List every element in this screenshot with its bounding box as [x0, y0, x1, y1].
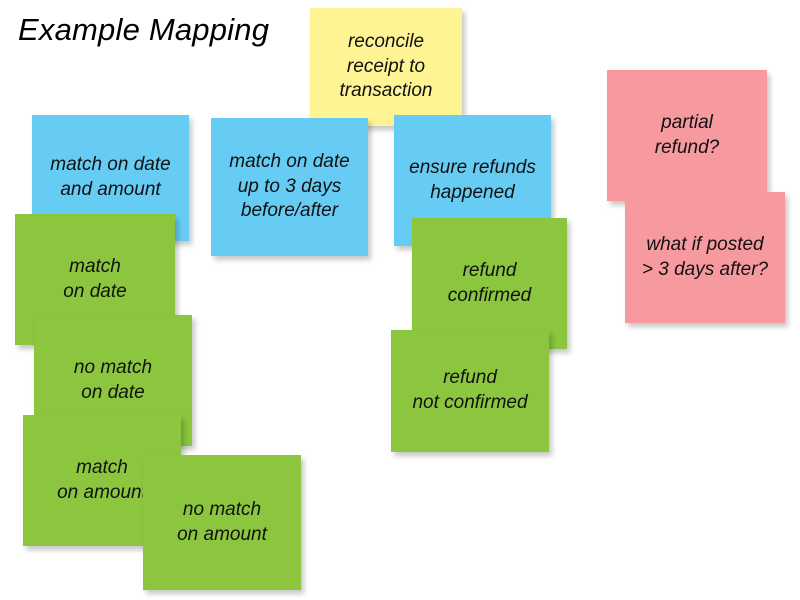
sticky-note-example-refund-not-confirmed[interactable]: refund not confirmed — [391, 330, 549, 452]
sticky-note-text: match on date and amount — [50, 154, 171, 200]
sticky-note-text: match on date up to 3 days before/after — [229, 150, 350, 222]
sticky-note-example-no-match-on-amount[interactable]: no match on amount — [143, 455, 301, 590]
sticky-note-text: match on date — [63, 255, 127, 302]
sticky-note-example-refund-confirmed[interactable]: refund confirmed — [412, 218, 567, 349]
sticky-note-story-reconcile[interactable]: reconcile receipt to transaction — [310, 8, 462, 126]
sticky-note-text: refund confirmed — [447, 259, 532, 306]
sticky-note-question-partial-refund[interactable]: partial refund? — [607, 70, 767, 201]
sticky-note-text: what if posted > 3 days after? — [641, 233, 769, 280]
sticky-note-text: match on amount — [57, 456, 147, 503]
sticky-note-text: no match on amount — [177, 498, 267, 545]
sticky-note-rule-match-date-3-days[interactable]: match on date up to 3 days before/after — [211, 118, 368, 256]
sticky-note-text: partial refund? — [654, 111, 720, 158]
sticky-note-question-posted-after[interactable]: what if posted > 3 days after? — [625, 192, 785, 323]
sticky-note-text: refund not confirmed — [412, 367, 528, 413]
sticky-note-text: reconcile receipt to transaction — [339, 30, 433, 102]
sticky-note-text: no match on date — [73, 356, 153, 403]
sticky-note-text: ensure refunds happened — [409, 156, 536, 203]
page-title: Example Mapping — [18, 12, 270, 47]
